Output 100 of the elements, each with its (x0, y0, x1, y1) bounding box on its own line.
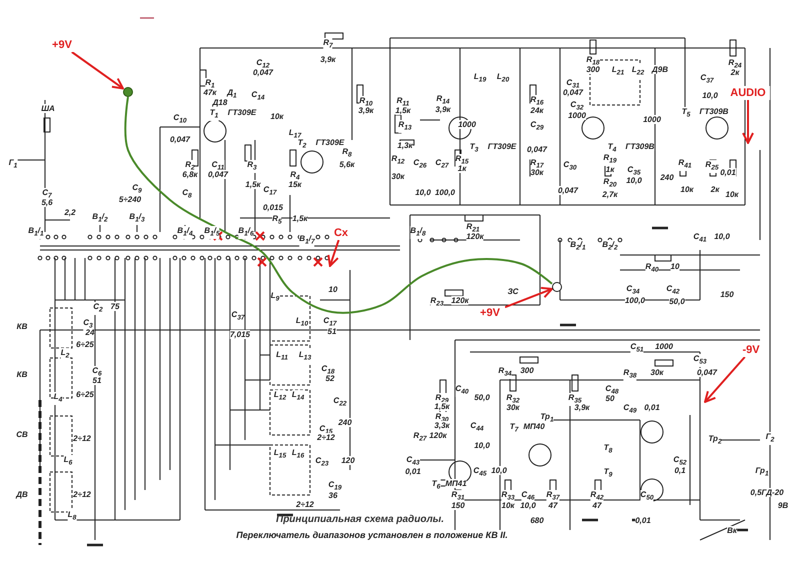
component-label: 1,3к (397, 141, 413, 150)
component-label: 51 (328, 327, 336, 336)
component-label: 0,01 (720, 168, 736, 177)
component-label: 47 (548, 501, 558, 510)
component-label: R$_{41}$ (678, 158, 692, 171)
component-label: 0,047 (170, 135, 190, 144)
component-label: 30к (650, 368, 664, 377)
component-label: 6÷25 (76, 390, 94, 399)
component-label: В$_{1}$/$_{3}$ (129, 212, 145, 225)
component-label: 9В (778, 501, 788, 510)
component-label: ГТ309Е (488, 142, 516, 151)
component-label: 10,0 (626, 176, 642, 185)
component-label: 6,8к (182, 170, 198, 179)
component-label: C$_{26}$ (413, 158, 427, 171)
component-label: C$_{37}$ (231, 310, 245, 323)
component-label: R$_{38}$ (623, 368, 637, 381)
component-label: В$_{1}$/$_{2}$ (92, 212, 108, 225)
component-label: 100,0 (434, 188, 456, 197)
component-label: КВ (16, 322, 28, 331)
component-label: 10,0 (702, 91, 718, 100)
component-label: 1000 (458, 120, 476, 129)
component-label: T$_{9}$ (604, 467, 612, 480)
component-label: 5÷240 (118, 195, 142, 204)
component-label: 47 (592, 501, 602, 510)
arrow (71, 51, 124, 90)
component-label: C$_{10}$ (173, 113, 187, 126)
component-label: R$_{40}$ (645, 262, 659, 275)
component-label: 2÷12 (317, 433, 335, 442)
component-label: 7,015 (230, 330, 250, 339)
component-label: ЗС (508, 287, 518, 296)
component-label: C$_{49}$ (623, 403, 637, 416)
component-label: T$_{5}$ (682, 107, 690, 120)
component-label: 0,047 (526, 145, 548, 154)
component-label: C$_{23}$ (315, 456, 329, 469)
component-label: 1000 (655, 342, 673, 351)
junction-dot (123, 87, 133, 97)
component-label: 240 (338, 418, 352, 427)
component-label: 0,015 (262, 203, 284, 212)
component-label: 300 (520, 366, 534, 375)
component-label: R$_{23}$ (430, 296, 444, 309)
component-label: 680 (530, 516, 544, 525)
component-label: 0,047 (696, 368, 718, 377)
component-label: C$_{53}$ (693, 354, 707, 367)
component-label: СВ (16, 430, 28, 439)
component-label: T$_{1}$ (210, 108, 218, 121)
component-label: В$_{1}$/$_{8}$ (410, 226, 426, 239)
component-label: 120к (466, 232, 484, 241)
component-label: R$_{3}$ (247, 160, 257, 173)
component-label: 47к (204, 88, 216, 97)
component-label: C$_{34}$ (626, 284, 640, 297)
component-label: 0,1 (674, 466, 686, 475)
caption: Принципиальная схема радиолы. (276, 514, 444, 525)
component-label: 30к (392, 172, 404, 181)
terminal-circle (552, 282, 562, 292)
component-label: Г$_{2}$ (766, 432, 774, 445)
component-label: L$_{9}$ (270, 291, 280, 304)
arrow (327, 240, 340, 267)
arrow (504, 286, 553, 308)
component-label: 51 (92, 376, 102, 385)
component-label: 10,0 (474, 441, 490, 450)
component-label: 3,9к (320, 55, 336, 64)
component-label: 50 (606, 394, 614, 403)
component-label: 0,01 (635, 516, 651, 525)
component-label: C$_{50}$ (640, 490, 654, 503)
component-label: 30к (506, 403, 520, 412)
component-label: 5,6 (41, 198, 53, 207)
component-label: C$_{43}$ (406, 455, 420, 468)
component-label: Вк (727, 526, 737, 535)
component-label: В$_{1}$/$_{6}$ (238, 226, 254, 239)
arrow (742, 100, 754, 144)
component-label: L$_{19}$ (474, 72, 486, 85)
component-label: 3,3к (434, 421, 450, 430)
component-label: 1,5к (434, 402, 450, 411)
component-label: В$_{1}$/$_{7}$ (299, 234, 315, 247)
component-label: 2,7к (602, 190, 618, 199)
component-label: 10,0 (415, 188, 431, 197)
component-label: C$_{2}$ (93, 302, 103, 315)
component-label: 10,0 (491, 466, 507, 475)
component-label: L$_{6}$ (64, 455, 72, 468)
component-label: 120к (429, 431, 447, 440)
component-label: ГТ309В (700, 107, 728, 116)
component-label: 10к (726, 190, 738, 199)
component-label: ДВ (16, 490, 28, 499)
component-label: R$_{7}$ (323, 38, 333, 51)
component-label: 100,0 (624, 296, 646, 305)
component-label: L$_{4}$ (54, 392, 62, 405)
component-label: C$_{30}$ (563, 160, 577, 173)
component-label: C$_{8}$ (182, 188, 192, 201)
component-label: 2,2 (64, 208, 76, 217)
component-label: ГТ309Е (316, 138, 344, 147)
component-label: 5,6к (339, 160, 355, 169)
component-label: L$_{2}$ (60, 348, 70, 361)
component-label: В$_{1}$/$_{4}$ (177, 226, 193, 239)
component-label: R$_{13}$ (398, 120, 412, 133)
component-label: C$_{40}$ (455, 384, 469, 397)
component-label: L$_{13}$ (298, 350, 312, 363)
component-label: 24к (530, 106, 544, 115)
component-label: 10 (670, 262, 680, 271)
component-label: 10к (502, 501, 514, 510)
component-label: 15к (288, 180, 302, 189)
